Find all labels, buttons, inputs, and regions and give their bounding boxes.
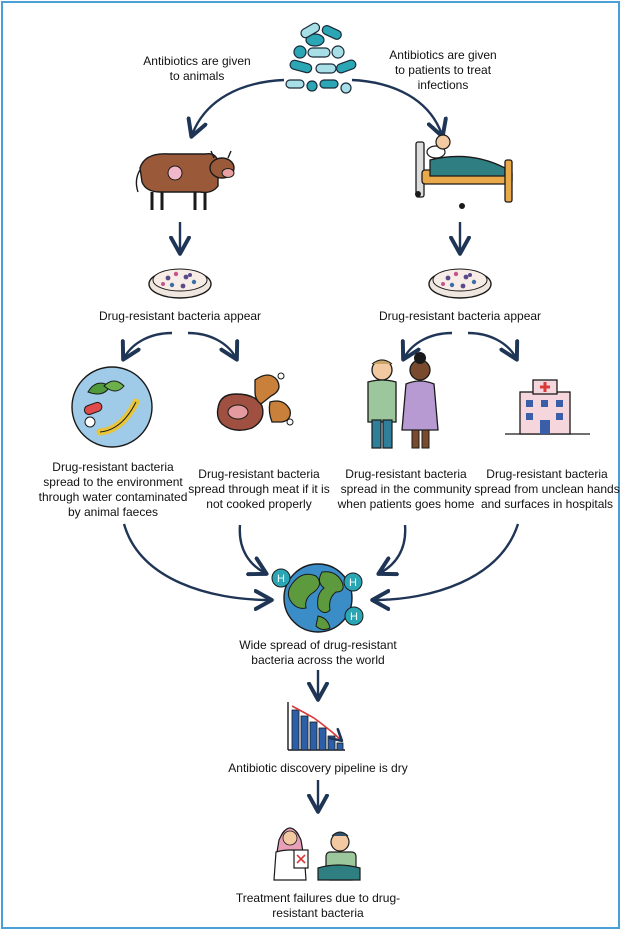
declining-pipeline-chart-icon (287, 702, 345, 751)
globe-icon (283, 563, 353, 633)
doctor-and-patient-icon (273, 827, 361, 881)
label-environment-spread: Drug-resistant bacteria spread to the en… (38, 460, 188, 519)
arrow-meat-to-globe (238, 524, 265, 573)
label-bacteria-appear-patients: Drug-resistant bacteria appear (378, 309, 542, 323)
petri-dish-right-icon (428, 268, 492, 299)
label-community-spread: Drug-resistant bacteria spread in the co… (337, 467, 475, 511)
arrow-environment-to-globe (122, 523, 270, 600)
cow-icon (135, 150, 235, 210)
hospital-marker-icon: H (344, 606, 364, 626)
arrow-dish-to-hospital (467, 331, 516, 358)
arrow-community-to-globe (380, 524, 407, 573)
arrow-pills-to-patient (351, 78, 442, 135)
arrow-dish-to-meat (187, 331, 236, 358)
patient-in-bed-icon (415, 134, 513, 209)
label-treatment-failures: Treatment failures due to drug- resistan… (235, 891, 401, 920)
label-antibiotics-patients: Antibiotics are given to patients to tre… (389, 48, 497, 92)
hospital-marker-letter: H (349, 577, 357, 589)
antibiotic-pills-icon (285, 22, 357, 94)
contaminated-food-plate-icon (71, 366, 153, 448)
petri-dish-left-icon (148, 268, 212, 299)
arrow-hospital-to-globe (374, 523, 520, 600)
hospital-marker-icon: H (271, 568, 291, 588)
hospital-building-icon (505, 379, 590, 435)
hospital-marker-letter: H (277, 573, 285, 585)
arrow-pills-to-cow (192, 78, 285, 135)
community-people-icon (367, 352, 439, 449)
hospital-marker-letter: H (350, 611, 358, 623)
label-meat-spread: Drug-resistant bacteria spread through m… (188, 467, 330, 511)
label-antibiotics-animals: Antibiotics are given to animals (143, 54, 251, 83)
meat-icon (216, 372, 294, 431)
label-hospital-spread: Drug-resistant bacteria spread from uncl… (474, 467, 620, 511)
label-pipeline-dry: Antibiotic discovery pipeline is dry (228, 761, 408, 775)
arrow-dish-to-community (404, 331, 453, 358)
hospital-marker-icon: H (343, 572, 363, 592)
label-worldwide-spread: Wide spread of drug-resistant bacteria a… (239, 638, 397, 667)
arrow-dish-to-environment (124, 331, 173, 358)
label-bacteria-appear-animals: Drug-resistant bacteria appear (98, 309, 262, 323)
